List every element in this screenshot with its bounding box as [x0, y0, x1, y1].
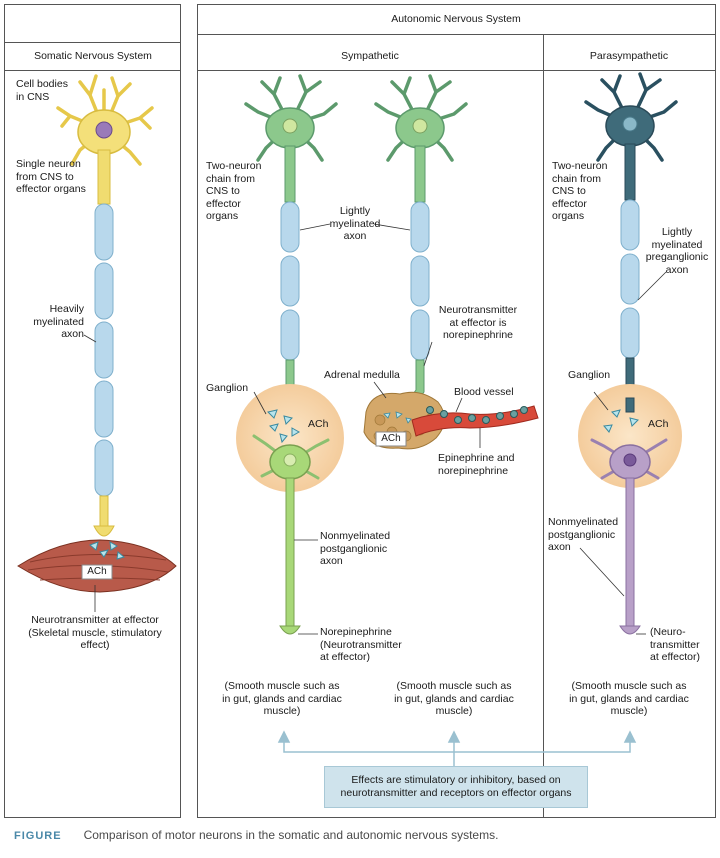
label-blood-vessel: Blood vessel: [454, 386, 514, 398]
parasympathetic-postganglionic-neuron: [590, 438, 668, 635]
figure-tag: FIGURE: [14, 830, 62, 842]
label-sympathetic-ganglion: Ganglion: [206, 382, 249, 394]
somatic-ach-triangles: [89, 541, 126, 560]
label-parasympathetic-chain: Two-neuron chain from CNS to effector or…: [552, 160, 608, 222]
parasympathetic-ganglion-ach-triangles: [603, 409, 639, 433]
label-cell-bodies: Cell bodies in CNS: [16, 78, 68, 103]
label-single-neuron: Single neuron from CNS to effector organ…: [16, 158, 86, 195]
effects-arrows: [277, 730, 637, 766]
adrenal-ach-triangles: [383, 411, 412, 424]
label-sympathetic-ach: ACh: [308, 418, 329, 430]
parasympathetic-header: Parasympathetic: [589, 50, 669, 62]
figure-caption: FIGURE Comparison of motor neurons in the…: [14, 828, 714, 842]
label-adrenal-ach: ACh: [381, 433, 401, 444]
sympathetic-postganglionic-neuron: [252, 434, 330, 635]
adrenal-ach-label-box: [375, 431, 407, 447]
sympathetic-ganglion: [236, 384, 344, 492]
label-somatic-ach: ACh: [87, 566, 107, 577]
label-smooth-muscle-3: (Smooth muscle such as in gut, glands an…: [569, 680, 689, 717]
label-adrenal-medulla: Adrenal medulla: [324, 369, 400, 381]
autonomic-header: Autonomic Nervous System: [391, 13, 521, 25]
blood-vessel: [411, 405, 539, 437]
label-heavily-myelinated-axon: Heavily myelinated axon: [33, 303, 84, 340]
panel-frames: [4, 4, 716, 818]
leader-lines: [83, 223, 667, 635]
sympathetic-preganglionic-neuron-2: [374, 74, 468, 409]
label-parasympathetic-ach: ACh: [648, 418, 669, 430]
label-smooth-muscle-1: (Smooth muscle such as in gut, glands an…: [222, 680, 342, 717]
label-somatic-effector: Neurotransmitter at effector (Skeletal m…: [28, 614, 162, 651]
figure-caption-text: Comparison of motor neurons in the somat…: [83, 828, 499, 842]
label-sympathetic-chain: Two-neuron chain from CNS to effector or…: [206, 160, 262, 222]
sympathetic-header: Sympathetic: [341, 50, 399, 62]
sympathetic-preganglionic-neuron-1: [244, 74, 338, 401]
label-epinephrine-norepinephrine: Epinephrine and norepinephrine: [438, 452, 515, 477]
label-parasympathetic-ganglion: Ganglion: [568, 369, 611, 381]
label-neurotransmitter-norepinephrine: Neurotransmitter at effector is norepine…: [438, 304, 518, 341]
somatic-ach-label-box: [81, 564, 113, 580]
label-lightly-myelinated-axon: Lightly myelinated axon: [329, 205, 381, 242]
somatic-neuron: [56, 74, 154, 537]
label-parasympathetic-postganglionic: Nonmyelinated postganglionic axon: [548, 516, 619, 553]
label-norepinephrine: Norepinephrine (Neurotransmitter at effe…: [320, 626, 402, 663]
parasympathetic-ganglion: [578, 384, 682, 488]
parasympathetic-preganglionic-neuron: [584, 72, 678, 399]
effects-box: Effects are stimulatory or inhibitory, b…: [324, 766, 588, 808]
label-parasympathetic-neurotransmitter: (Neuro- transmitter at effector): [650, 626, 700, 663]
sympathetic-ganglion-ach-triangles: [267, 409, 301, 444]
label-sympathetic-postganglionic: Nonmyelinated postganglionic axon: [320, 530, 391, 567]
label-smooth-muscle-2: (Smooth muscle such as in gut, glands an…: [394, 680, 514, 717]
label-preganglionic-axon: Lightly myelinated preganglionic axon: [645, 226, 709, 276]
effects-box-text: Effects are stimulatory or inhibitory, b…: [340, 774, 572, 799]
somatic-header: Somatic Nervous System: [34, 50, 152, 62]
